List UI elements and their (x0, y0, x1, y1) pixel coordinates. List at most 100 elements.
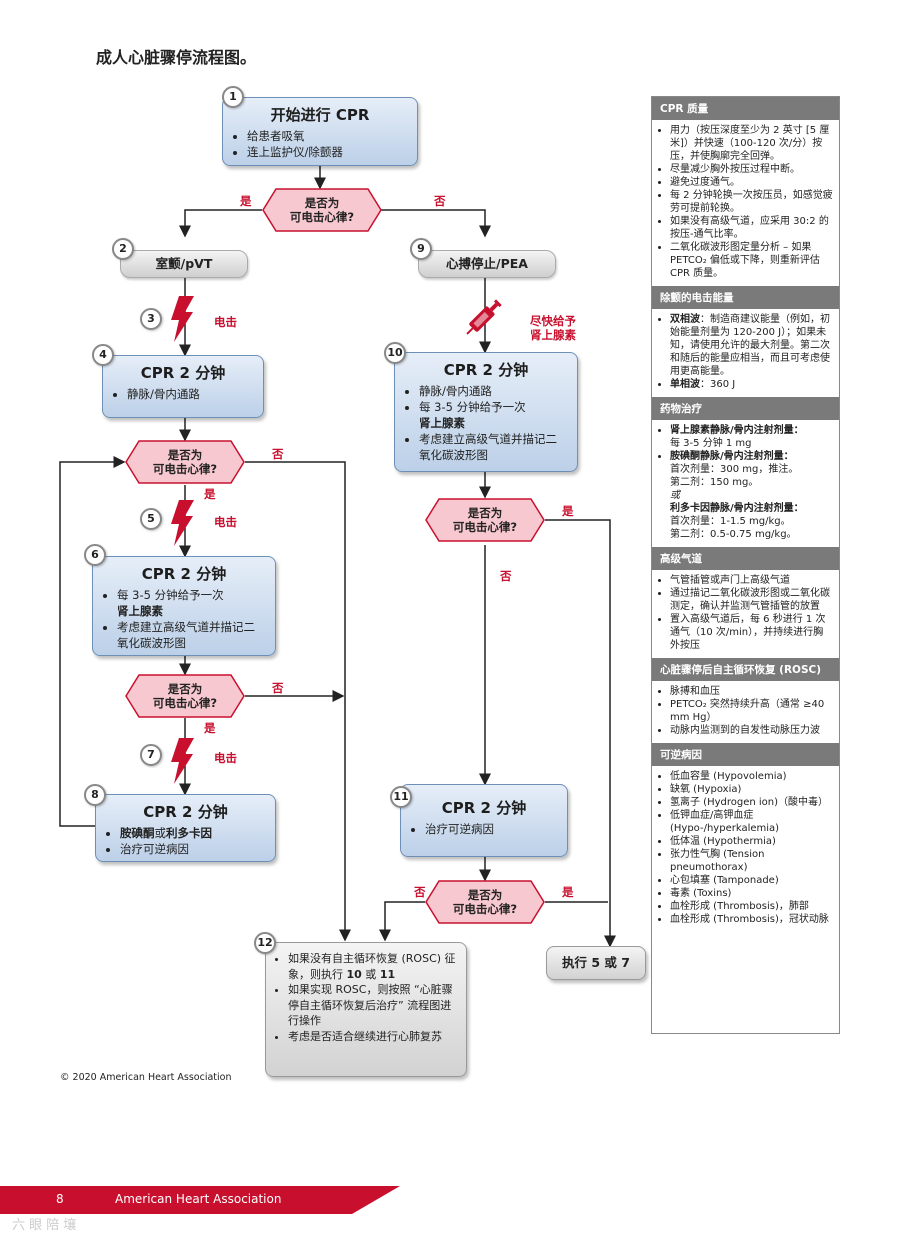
sidebar-body-cpr: 用力（按压深度至少为 2 英寸 [5 厘米]）并快速（100-120 次/分）按… (652, 120, 839, 286)
shock-label: 电击 (214, 751, 237, 765)
epinephrine-asap: 尽快给予 肾上腺素 (530, 314, 576, 342)
rosc-check-item: 考虑是否适合继续进行心肺复苏 (288, 1029, 458, 1045)
sidebar-item: 张力性气胸 (Tension pneumothorax) (670, 848, 833, 874)
decision-shockable-top (262, 188, 382, 232)
cpr-box-item: 考虑建立高级气道并描记二氧化碳波形图 (117, 619, 265, 651)
rosc-check-item: 如果实现 ROSC，则按照 “心脏骤停自主循环恢复后治疗” 流程图进行操作 (288, 982, 458, 1029)
cpr-box-item: 治疗可逆病因 (425, 821, 557, 837)
epi-line1: 尽快给予 (530, 314, 576, 328)
sidebar-item: 脉搏和血压 (670, 685, 833, 698)
item-text: ：制造商建议能量（例如，初始能量剂量为 120-200 J）；如果未知，请使用允… (670, 314, 830, 377)
footer-org: American Heart Association (115, 1192, 282, 1206)
step-number: 3 (140, 308, 162, 330)
sidebar-item: 双相波：制造商建议能量（例如，初始能量剂量为 120-200 J）；如果未知，请… (670, 313, 833, 378)
step-number: 11 (390, 786, 412, 808)
item-bold: 11 (379, 967, 396, 981)
yes-label: 是 (204, 487, 216, 501)
decision-shockable-right-2 (425, 880, 545, 924)
sidebar-body-airway: 气管插管或声门上高级气道 通过描记二氧化碳波形图或二氧化碳测定，确认并监测气管插… (652, 570, 839, 658)
step-number: 2 (112, 238, 134, 260)
cpr-box-item: 治疗可逆病因 (120, 841, 265, 857)
cpr-box-title: CPR 2 分钟 (141, 565, 227, 583)
sidebar-item: 低体温 (Hypothermia) (670, 835, 833, 848)
decision-label: 是否为 可电击心律? (125, 440, 245, 484)
shock-icon (171, 296, 194, 342)
sidebar-item: 血栓形成 (Thrombosis)，冠状动脉 (670, 913, 833, 926)
item-text: 每 3-5 分钟 1 mg (670, 438, 752, 449)
item-text: 或 (361, 967, 380, 981)
sidebar-item: 心包填塞 (Tamponade) (670, 874, 833, 887)
page-title: 成人心脏骤停流程图。 (96, 48, 257, 67)
sidebar-body-rosc: 脉搏和血压 PETCO₂ 突然持续升高（通常 ≥40 mm Hg） 动脉内监测到… (652, 681, 839, 743)
decision-shockable-left-1 (125, 440, 245, 484)
cpr-box-item: 考虑建立高级气道并描记二氧化碳波形图 (419, 431, 567, 463)
step-number: 6 (84, 544, 106, 566)
item-bold: 利多卡因静脉/骨内注射剂量： (670, 503, 804, 514)
sidebar-item: 置入高级气道后，每 6 秒进行 1 次通气（10 次/min），并持续进行胸外按… (670, 613, 833, 652)
sidebar-item: 尽量减少胸外按压过程中断。 (670, 163, 833, 176)
sidebar-body-drug: 肾上腺素静脉/骨内注射剂量： 每 3-5 分钟 1 mg 胺碘酮静脉/骨内注射剂量… (652, 420, 839, 547)
sidebar-header-drug: 药物治疗 (652, 397, 839, 420)
goto-label: 执行 5 或 7 (562, 955, 630, 970)
decision-label: 是否为 可电击心律? (425, 880, 545, 924)
cpr-box-item: 静脉/骨内通路 (127, 386, 253, 402)
item-bold: 利多卡因 (166, 826, 212, 840)
item-bold: 肾上腺素 (419, 416, 465, 430)
cpr-box-title: CPR 2 分钟 (443, 361, 529, 379)
sidebar-header-shock: 除颤的电击能量 (652, 286, 839, 309)
item-bold: 肾上腺素 (117, 604, 163, 618)
sidebar-item: 气管插管或声门上高级气道 (670, 574, 833, 587)
sidebar-body-reversible: 低血容量 (Hypovolemia) 缺氧 (Hypoxia) 氢离子 (Hyd… (652, 766, 839, 932)
sidebar-item: 毒素 (Toxins) (670, 887, 833, 900)
copyright: © 2020 American Heart Association (60, 1072, 232, 1083)
decision-shockable-left-2 (125, 674, 245, 718)
item-bold: 双相波 (670, 314, 700, 325)
decision-line2: 可电击心律? (152, 696, 218, 710)
item-text: 首次剂量：300 mg，推注。 (670, 464, 799, 475)
item-bold: 10 (346, 967, 362, 981)
sidebar-item: 如果没有高级气道，应采用 30:2 的按压-通气比率。 (670, 215, 833, 241)
item-text: 第二剂：0.5-0.75 mg/kg。 (670, 529, 797, 540)
decision-line1: 是否为 (467, 506, 503, 520)
yes-label: 是 (204, 721, 216, 735)
sidebar-item: 单相波：360 J (670, 378, 833, 391)
sidebar-item: 胺碘酮静脉/骨内注射剂量：首次剂量：300 mg，推注。第二剂：150 mg。或… (670, 450, 833, 541)
sidebar-item: 氢离子 (Hydrogen ion)（酸中毒） (670, 796, 833, 809)
shock-label: 电击 (214, 315, 237, 329)
item-bold: 单相波 (670, 379, 700, 390)
start-cpr-title: 开始进行 CPR (270, 106, 370, 124)
item-bold: 肾上腺素静脉/骨内注射剂量： (670, 425, 804, 436)
item-bold: 胺碘酮静脉/骨内注射剂量： (670, 451, 794, 462)
sidebar-item: PETCO₂ 突然持续升高（通常 ≥40 mm Hg） (670, 698, 833, 724)
cpr-box-title: CPR 2 分钟 (140, 364, 226, 382)
vf-pvt-pill: 室颤/pVT (120, 250, 248, 278)
sidebar-item: 用力（按压深度至少为 2 英寸 [5 厘米]）并快速（100-120 次/分）按… (670, 124, 833, 163)
item-text: 每 3-5 分钟给予一次 (117, 588, 224, 602)
rosc-check-item: 如果没有自主循环恢复 (ROSC) 征象，则执行 10 或 11 (288, 951, 458, 982)
yes-label: 是 (562, 885, 574, 899)
cpr-box-8: CPR 2 分钟 胺碘酮或利多卡因 治疗可逆病因 (95, 794, 276, 862)
no-label: 否 (272, 681, 284, 695)
sidebar-header-cpr: CPR 质量 (652, 97, 839, 120)
cpr-box-11: CPR 2 分钟 治疗可逆病因 (400, 784, 568, 857)
step-number: 9 (410, 238, 432, 260)
sidebar-item: 缺氧 (Hypoxia) (670, 783, 833, 796)
decision-line2: 可电击心律? (152, 462, 218, 476)
no-label: 否 (500, 569, 512, 583)
sidebar-item: 肾上腺素静脉/骨内注射剂量： 每 3-5 分钟 1 mg (670, 424, 833, 450)
goto-5-or-7-box: 执行 5 或 7 (546, 946, 646, 980)
sidebar-header-reversible: 可逆病因 (652, 743, 839, 766)
decision-label: 是否为 可电击心律? (425, 498, 545, 542)
decision-line2: 可电击心律? (452, 902, 518, 916)
no-label: 否 (414, 885, 426, 899)
decision-line1: 是否为 (167, 448, 203, 462)
step-number: 7 (140, 744, 162, 766)
sidebar-item: 动脉内监测到的自发性动脉压力波 (670, 724, 833, 737)
asystole-pea-pill: 心搏停止/PEA (418, 250, 556, 278)
item-bold: 胺碘酮 (120, 826, 155, 840)
item-or: 或 (670, 490, 680, 501)
item-text: ：360 J (700, 379, 736, 390)
cpr-box-title: CPR 2 分钟 (441, 799, 527, 817)
cpr-box-item: 静脉/骨内通路 (419, 383, 567, 399)
